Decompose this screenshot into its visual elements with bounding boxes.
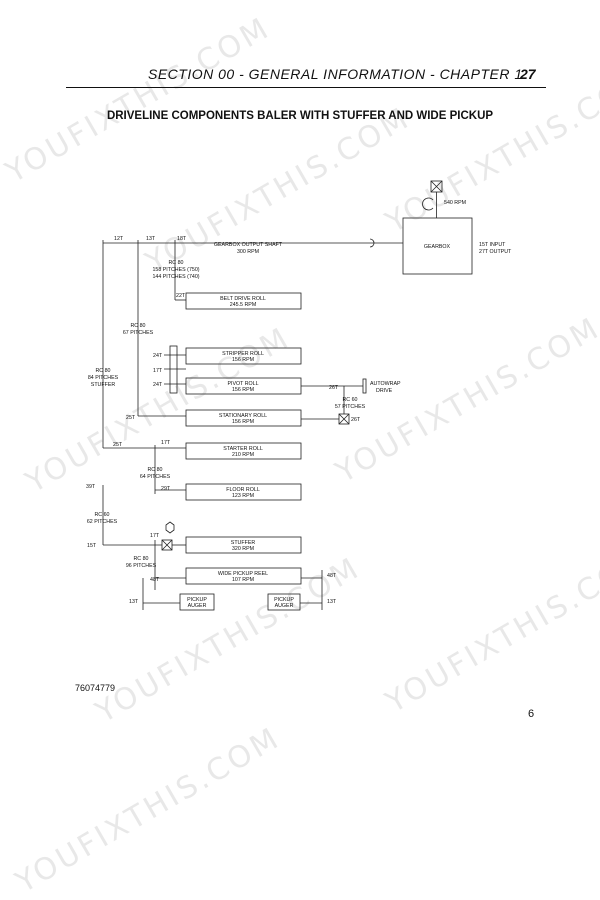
pivot-roll-box	[185, 377, 302, 395]
sprocket-label: 18T	[177, 236, 187, 242]
chain-label: 62 PITCHES	[87, 519, 118, 525]
chain-label: 144 PITCHES (740)	[152, 274, 199, 280]
chain-label: RC 80	[133, 556, 148, 562]
rotation-arrow-icon	[422, 197, 434, 211]
component-name: FLOOR ROLL	[226, 487, 260, 493]
output-shaft-label: GEARBOX OUTPUT SHAFT	[214, 242, 283, 248]
driveline-diagram: 540 RPM GEARBOX 15T INPUT 27T OUTPUT GEA…	[86, 180, 512, 611]
header-rule	[66, 87, 546, 88]
chain-label: STUFFER	[91, 382, 116, 388]
output-shaft-rpm: 300 RPM	[237, 249, 259, 255]
sprocket-label: 17T	[153, 368, 163, 374]
starter-roll-box	[185, 442, 302, 460]
component-rpm: 245.5 RPM	[230, 302, 257, 308]
diagram-lines	[102, 180, 473, 611]
stationary-roll-box	[185, 409, 302, 427]
sprocket-label: 39T	[86, 484, 96, 490]
pickup-auger-right-box	[267, 593, 301, 611]
component-name: PICKUP	[274, 597, 294, 603]
sprocket-label: 22T	[176, 293, 186, 299]
gearbox-label: GEARBOX	[424, 244, 451, 250]
sprocket-label: 17T	[150, 533, 160, 539]
sprocket-label: 15T	[87, 543, 97, 549]
chain-label: 84 PITCHES	[88, 375, 119, 381]
sprocket-label: 48T	[150, 577, 160, 583]
component-rpm: 320 RPM	[232, 546, 254, 552]
component-name: BELT DRIVE ROLL	[220, 296, 266, 302]
hex-nut-icon	[165, 521, 175, 534]
stripper-roll-box	[185, 347, 302, 365]
pickup-auger-left-box	[179, 593, 215, 611]
page-number: 6	[528, 708, 535, 720]
sprocket-label: 13T	[146, 236, 156, 242]
sprocket-label: 24T	[153, 382, 163, 388]
chain-label: 64 PITCHES	[140, 474, 171, 480]
sprocket-label: 12T	[114, 236, 124, 242]
component-rpm: 156 RPM	[232, 419, 254, 425]
sprocket-label: 29T	[161, 486, 171, 492]
sprocket-label: 26T	[351, 417, 361, 423]
page-header: SECTION 00 - GENERAL INFORMATION - CHAPT…	[0, 0, 600, 100]
chain-label: 67 PITCHES	[123, 330, 154, 336]
gearbox-box	[402, 217, 473, 275]
component-name: PICKUP	[187, 597, 207, 603]
autowrap-label: DRIVE	[376, 388, 393, 394]
chain-label: RC 80	[168, 260, 183, 266]
component-name: STARTER ROLL	[223, 446, 263, 452]
component-name: PIVOT ROLL	[227, 381, 258, 387]
section-header: SECTION 00 - GENERAL INFORMATION - CHAPT…	[148, 66, 523, 82]
chain-label: RC 80	[147, 467, 162, 473]
component-rpm: 210 RPM	[232, 452, 254, 458]
component-name: AUGER	[275, 603, 294, 609]
component-name: STRIPPER ROLL	[222, 351, 264, 357]
chain-label: 158 PITCHES (750)	[152, 267, 199, 273]
floor-roll-box	[185, 483, 302, 501]
chain-label: 57 PITCHES	[335, 404, 366, 410]
chain-label: RC 80	[95, 368, 110, 374]
component-rpm: 123 RPM	[232, 493, 254, 499]
rotation-arrow-icon	[369, 238, 375, 248]
sprocket-label: 13T	[129, 599, 139, 605]
wide-pickup-reel-box	[185, 567, 302, 585]
gearbox-input-label: 15T INPUT	[479, 242, 506, 248]
autowrap-label: AUTOWRAP	[370, 381, 401, 387]
sprocket-label: 13T	[327, 599, 337, 605]
sprocket-stack	[169, 345, 178, 394]
chain-label: RC 60	[94, 512, 109, 518]
figure-number: 76074779	[75, 683, 116, 693]
component-rpm: 107 RPM	[232, 577, 254, 583]
chain-label: RC 80	[130, 323, 145, 329]
input-rpm-label: 540 RPM	[444, 200, 466, 206]
chain-label: RC 60	[342, 397, 357, 403]
gearbox-output-label: 27T OUTPUT	[479, 249, 512, 255]
component-name: AUGER	[188, 603, 207, 609]
component-rpm: 156 RPM	[232, 387, 254, 393]
component-name: WIDE PICKUP REEL	[218, 571, 268, 577]
sprocket-label: 25T	[113, 442, 123, 448]
belt-drive-roll-box	[185, 292, 302, 310]
sprocket-label: 17T	[161, 440, 171, 446]
sprocket-label: 25T	[126, 415, 136, 421]
sprocket-label: 26T	[329, 385, 339, 391]
sprocket-label: 24T	[153, 353, 163, 359]
component-rpm: 156 RPM	[232, 357, 254, 363]
page-title: DRIVELINE COMPONENTS BALER WITH STUFFER …	[106, 110, 494, 122]
header-page-number: 27	[520, 66, 536, 82]
stuffer-box	[185, 536, 302, 554]
chain-label: 96 PITCHES	[126, 563, 157, 569]
component-name: STATIONARY ROLL	[219, 413, 267, 419]
sprocket-label: 48T	[327, 573, 337, 579]
component-name: STUFFER	[231, 540, 256, 546]
